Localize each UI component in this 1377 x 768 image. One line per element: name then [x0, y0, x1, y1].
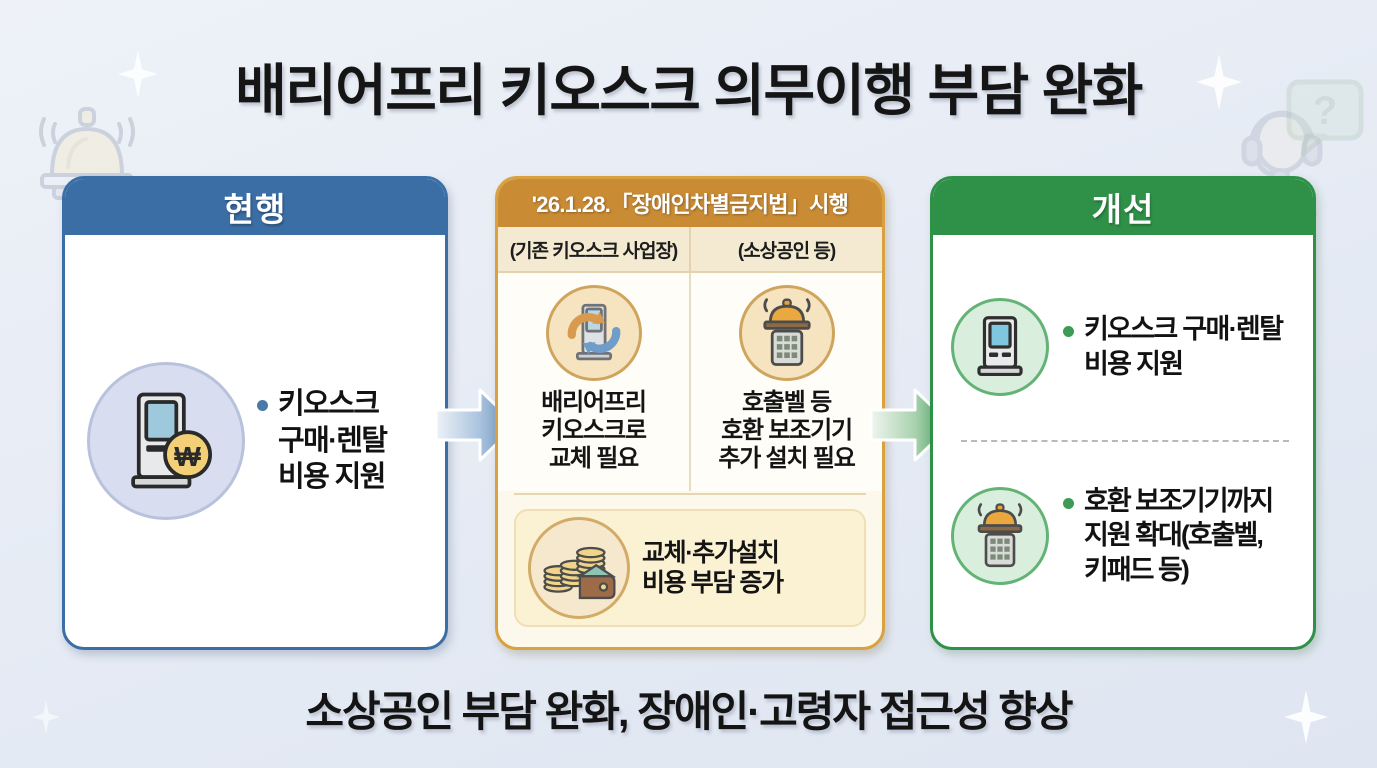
improve-item1-line1: 호환 보조기기까지 — [1084, 486, 1274, 517]
panel-law-cost-box: 교체·추가설치 비용 부담 증가 — [514, 509, 866, 627]
panel-current-header-label: 현행 — [223, 191, 287, 228]
bullet-dot — [257, 399, 268, 411]
panel-law-subhead-1: (소상공인 등) — [737, 240, 836, 262]
panel-law-column-1-caption: 호출벨 등 호환 보조기기 추가 설치 필요 — [718, 389, 855, 473]
panel-current-item-line2: 구매·렌탈 — [278, 424, 388, 457]
panel-law-subheads: (기존 키오스크 사업장) (소상공인 등) — [498, 227, 882, 273]
callbell-keypad-icon — [738, 285, 835, 381]
panel-law-column-0-caption: 배리어프리 키오스크로 교체 필요 — [541, 389, 647, 473]
panel-improve: 개선 키오스크 구매·렌탈 비용 지원 — [930, 176, 1316, 650]
kiosk-icon — [951, 297, 1049, 396]
panel-law: '26.1.28.「장애인차별금지법」시행 (기존 키오스크 사업장) (소상공… — [495, 176, 885, 650]
improve-item0-line1: 키오스크 구매·렌탈 — [1084, 314, 1284, 345]
svg-text:₩: ₩ — [174, 440, 201, 472]
panel-current-header: 현행 — [65, 179, 445, 235]
improve-item1-line2: 지원 확대(호출벨, — [1084, 520, 1264, 551]
bullet-dot — [1063, 326, 1074, 338]
improve-item0-line2: 비용 지원 — [1084, 348, 1184, 379]
law-col1-line2: 호환 보조기기 — [721, 417, 853, 445]
panel-improve-header-label: 개선 — [1091, 191, 1155, 228]
panel-law-column-0: 배리어프리 키오스크로 교체 필요 — [498, 273, 691, 491]
bullet-dot — [1063, 498, 1074, 510]
kiosk-replace-icon — [545, 285, 642, 381]
panel-current-item-line3: 비용 지원 — [278, 461, 386, 494]
improve-item1-line3: 키패드 등) — [1084, 554, 1190, 585]
panel-improve-item-1: 호환 보조기기까지 지원 확대(호출벨, 키패드 등) — [951, 446, 1299, 625]
panel-law-column-1: 호출벨 등 호환 보조기기 추가 설치 필요 — [691, 273, 882, 491]
panel-current: 현행 ₩ 키오스크 구매·렌탈 비용 지원 — [62, 176, 448, 650]
panel-law-cost-caption: 교체·추가설치 비용 부담 증가 — [642, 538, 784, 598]
panel-law-columns: 배리어프리 키오스크로 교체 필요 — [498, 273, 882, 491]
panel-law-subhead-0: (기존 키오스크 사업장) — [498, 227, 691, 271]
panel-current-body: ₩ 키오스크 구매·렌탈 비용 지원 — [65, 235, 445, 647]
law-col1-line3: 추가 설치 필요 — [718, 445, 855, 473]
law-col0-line1: 배리어프리 — [541, 389, 647, 416]
coins-wallet-icon — [528, 517, 630, 619]
panel-law-header: '26.1.28.「장애인차별금지법」시행 — [498, 179, 882, 227]
callbell-keypad-icon — [951, 486, 1049, 585]
law-col0-line2: 키오스크로 — [541, 417, 647, 445]
law-col1-line1: 호출벨 등 — [742, 389, 832, 416]
law-cost-line2: 비용 부담 증가 — [642, 569, 784, 597]
law-cost-line1: 교체·추가설치 — [642, 539, 780, 567]
panel-current-item-text: 키오스크 구매·렌탈 비용 지원 — [278, 386, 388, 496]
panel-improve-body: 키오스크 구매·렌탈 비용 지원 — [933, 235, 1313, 647]
panel-improve-header: 개선 — [933, 179, 1313, 235]
law-col0-line3: 교체 필요 — [549, 445, 639, 473]
panel-improve-item-0: 키오스크 구매·렌탈 비용 지원 — [951, 257, 1299, 436]
panel-improve-divider — [961, 440, 1289, 442]
panel-improve-item-1-text: 호환 보조기기까지 지원 확대(호출벨, 키패드 등) — [1084, 484, 1274, 587]
page-title: 배리어프리 키오스크 의무이행 부담 완화 — [235, 59, 1143, 122]
panel-law-divider — [514, 493, 866, 495]
panel-current-item-line1: 키오스크 — [278, 387, 380, 420]
panel-improve-item-0-text: 키오스크 구매·렌탈 비용 지원 — [1084, 312, 1284, 381]
panel-law-header-label: '26.1.28.「장애인차별금지법」시행 — [531, 192, 849, 217]
bottom-caption: 소상공인 부담 완화, 장애인·고령자 접근성 향상 — [305, 688, 1073, 735]
kiosk-won-icon: ₩ — [87, 362, 245, 520]
